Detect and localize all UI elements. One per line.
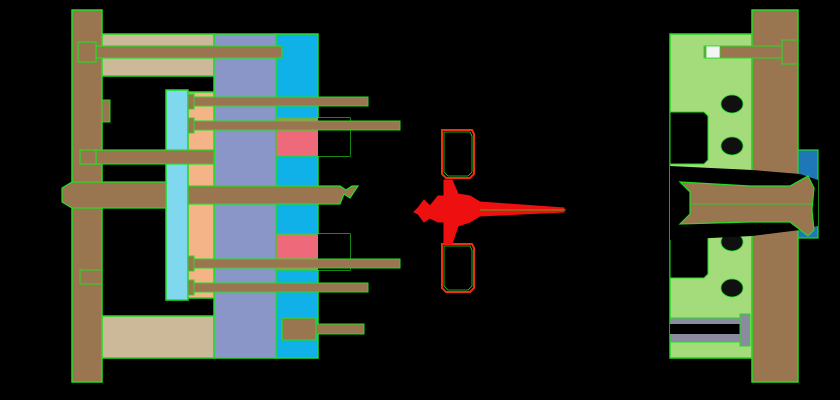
guide-pin-top-head: [77, 41, 97, 63]
ejector-pin-3: [187, 258, 401, 269]
ejector-pin-4-head: [187, 279, 195, 296]
return-pin-head: [79, 149, 97, 165]
molded-cup-bottom: [441, 243, 475, 293]
guide-pin-top: [95, 45, 283, 59]
molded-cup-top: [441, 129, 475, 179]
molded-cup-top-inner: [443, 131, 473, 177]
clamp-screw-top: [101, 99, 111, 123]
top-screw-tip: [705, 45, 721, 59]
ejector-pin-1: [187, 96, 369, 107]
ejector-pin-2-head: [187, 117, 195, 134]
guide-bushing-collar: [739, 313, 751, 347]
fixed-mold-half: [669, 9, 819, 383]
top-screw-head: [781, 39, 799, 65]
sprue-bushing: [678, 175, 815, 237]
ejector-pin-2: [187, 120, 401, 131]
molded-cup-bottom-inner: [443, 245, 473, 291]
cooling-channel-1: [720, 94, 744, 114]
ejector-pin-1-head: [187, 93, 195, 110]
clamp-screw-bottom: [79, 269, 103, 285]
cooling-channel-4: [720, 278, 744, 298]
moving-mold-half: [61, 9, 401, 383]
support-block-bottom: [101, 315, 215, 359]
ejector-rod: [61, 181, 167, 209]
molded-part-with-runner: [413, 129, 566, 293]
leader-pin-bottom: [281, 317, 317, 341]
leader-pin-bottom-shaft: [315, 323, 365, 335]
guide-bushing-slot: [670, 324, 746, 334]
ejector-pin-3-head: [187, 255, 195, 272]
cooling-channel-2: [720, 136, 744, 156]
cavity-pocket-top: [669, 111, 709, 165]
return-pin: [95, 149, 215, 165]
sprue-puller-pin: [187, 185, 360, 205]
sprue-runner: [413, 179, 565, 245]
ejector-retainer-plate: [165, 89, 189, 301]
ejector-pin-4: [187, 282, 369, 293]
